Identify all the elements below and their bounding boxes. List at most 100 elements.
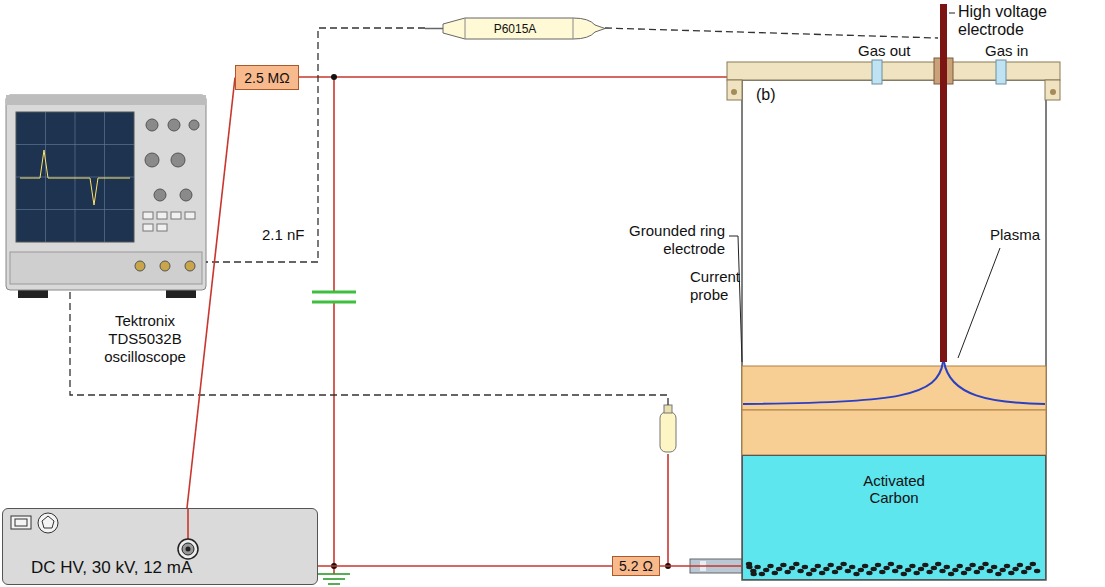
carbon-granules: [815, 564, 821, 568]
oscilloscope-picture: [143, 224, 153, 231]
oscilloscope-picture: [185, 212, 195, 219]
carbon-granules: [767, 564, 773, 568]
carbon-granules: [931, 566, 937, 570]
carbon-granules: [806, 572, 812, 576]
carbon-granules: [991, 565, 997, 569]
carbon-granules: [948, 572, 954, 576]
carbon-granules: [883, 566, 889, 570]
probe-outline: [573, 18, 574, 39]
oscilloscope-picture: [185, 261, 195, 271]
oscilloscope-picture: [145, 119, 199, 201]
carbon-granules: [845, 569, 851, 573]
carbon-granules: [1021, 570, 1027, 574]
resistor-box: 2.5 MΩ: [235, 65, 299, 90]
reactor-vessel: [996, 60, 1006, 84]
probe-outline: [425, 28, 443, 30]
oscilloscope-picture: [154, 189, 166, 201]
carbon-granules: [892, 569, 898, 573]
oscilloscope-picture: [16, 112, 134, 242]
node-text: 2.5 MΩ: [244, 70, 289, 86]
oscilloscope-picture: [16, 177, 134, 178]
carbon-granules: [1012, 567, 1018, 571]
oscilloscope-picture: [20, 150, 130, 205]
carbon-granules: [909, 564, 915, 568]
reactor-vessel: [727, 62, 1060, 80]
carbon-granules: [780, 563, 786, 567]
carbon-granules: [858, 568, 864, 572]
circuit-wires: [667, 454, 669, 566]
carbon-granules: [1017, 563, 1023, 567]
carbon-granules: [922, 563, 928, 567]
carbon-granules: [853, 572, 859, 576]
carbon-granules: [926, 570, 932, 574]
reactor-vessel: [944, 362, 1045, 404]
activated-carbon-bed: Activated Carbon: [742, 455, 1046, 580]
carbon-granules: [987, 569, 993, 573]
oscilloscope-picture: [16, 112, 134, 242]
carbon-granules: [866, 571, 872, 575]
hv-output-connector: [178, 539, 198, 559]
capacitor-symbol: [312, 301, 356, 304]
oscilloscope-picture: [16, 144, 134, 145]
carbon-granules: [746, 565, 752, 569]
value-label: 2.1 nF: [262, 226, 310, 244]
carbon-granules: [862, 564, 868, 568]
leader-line: [729, 236, 742, 362]
oscilloscope-picture: [6, 95, 206, 290]
display-icon: [15, 519, 27, 526]
carbon-granules: [888, 562, 894, 566]
carbon-granules: [901, 572, 907, 576]
reactor-vessel: [872, 60, 882, 84]
instrument-label: Tektronix TDS5032B oscilloscope: [90, 312, 200, 366]
hv-output-connector: [186, 547, 191, 552]
port-label: Gas out: [858, 42, 928, 60]
carbon-granules: [802, 565, 808, 569]
carbon-granules: [793, 562, 799, 566]
current-probe-picture: [660, 405, 676, 452]
oscilloscope-picture: [171, 153, 185, 167]
carbon-granules: [1025, 566, 1031, 570]
capacitor-symbol: [312, 291, 356, 294]
carbon-granules: [1008, 571, 1014, 575]
oscilloscope-picture: [143, 212, 195, 231]
carbon-granules: [772, 571, 778, 575]
carbon-granules: [754, 565, 760, 569]
oscilloscope-picture: [145, 153, 159, 167]
node-text: P6015A: [494, 22, 537, 36]
leader-line: [949, 13, 955, 14]
reactor-vessel: [743, 362, 943, 404]
port-label: Gas in: [985, 42, 1045, 60]
current-probe-picture: [660, 412, 676, 452]
carbon-granules: [1004, 564, 1010, 568]
oscilloscope-picture: [6, 95, 206, 105]
carbon-granules: [1030, 562, 1036, 566]
carbon-granules: [978, 566, 984, 570]
voltage-probe: P6015A: [425, 15, 605, 42]
carbon-granules: [776, 567, 782, 571]
carbon-granules: [871, 567, 877, 571]
oscilloscope-picture: [135, 261, 195, 271]
carbon-granules: [828, 563, 834, 567]
oscilloscope-picture: [135, 261, 145, 271]
ground-symbol: [328, 583, 340, 585]
reactor-vessel: [1050, 89, 1056, 95]
carbon-granules: [836, 566, 842, 570]
ground-symbol: [318, 573, 350, 575]
part-label: High voltage electrode: [958, 3, 1098, 39]
carbon-granules: [785, 570, 791, 574]
oscilloscope-picture: [157, 224, 167, 231]
carbon-granules: [879, 570, 885, 574]
carbon-granules: [763, 568, 769, 572]
ground-symbol: [318, 574, 350, 584]
oscilloscope-picture: [171, 212, 181, 219]
carbon-granules: [896, 565, 902, 569]
carbon-granules: [849, 565, 855, 569]
junction-dot: [331, 74, 671, 569]
carbon-granules: [840, 562, 846, 566]
leader-line: [729, 13, 1000, 362]
carbon-granules: [810, 568, 816, 572]
oscilloscope-picture: [10, 252, 202, 284]
oscilloscope-picture: [143, 212, 153, 219]
